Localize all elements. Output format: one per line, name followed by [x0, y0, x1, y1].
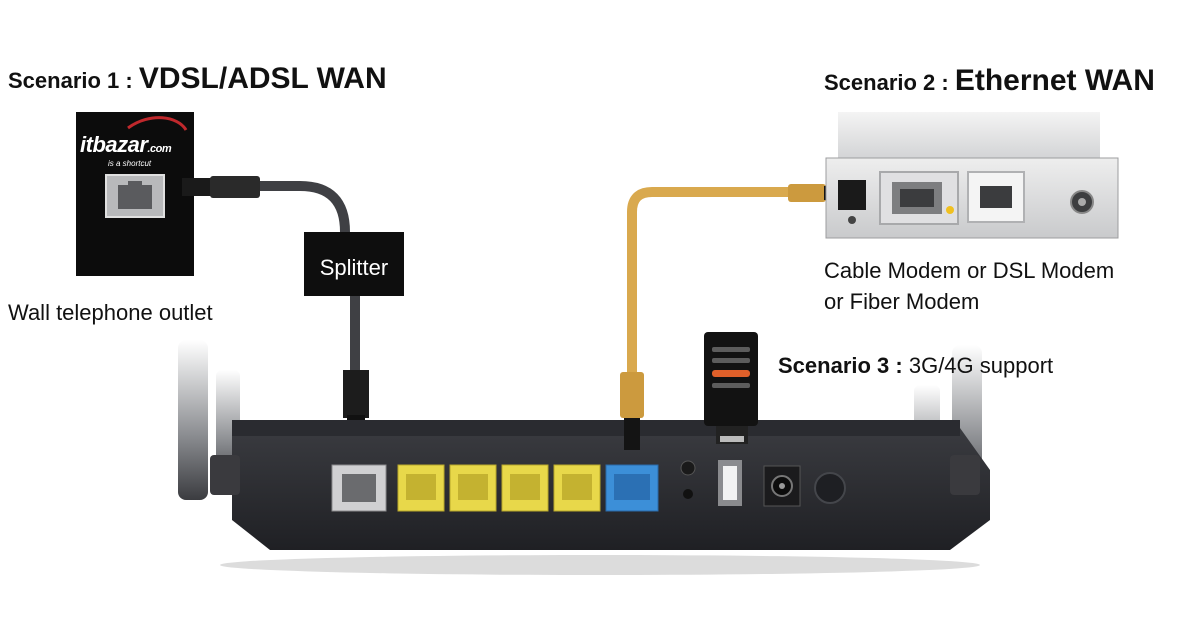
scenario-2-heading: Scenario 2 : Ethernet WAN	[824, 64, 1155, 98]
scenario-3-prefix: Scenario 3 :	[778, 353, 909, 378]
modem	[825, 112, 1119, 239]
modem-label-line-1: Cable Modem or DSL Modem	[824, 258, 1115, 283]
power-button	[814, 472, 846, 504]
usb-port	[718, 460, 742, 506]
power-jack	[763, 465, 801, 507]
dsl-port	[331, 464, 387, 512]
outlet-logo-tagline: is a shortcut	[108, 159, 152, 168]
scenario-1-title: VDSL/ADSL WAN	[138, 62, 387, 95]
outlet-logo: itbazar.com	[80, 132, 172, 158]
modem-label-line-2: or Fiber Modem	[824, 289, 980, 314]
modem-label: Cable Modem or DSL Modem or Fiber Modem	[824, 255, 1114, 317]
router-buttons	[680, 460, 696, 499]
lan-ports	[397, 464, 601, 512]
splitter-label: Splitter	[319, 255, 389, 280]
outlet-logo-brand: itbazar	[80, 132, 148, 157]
outlet-logo-domain: .com	[147, 143, 172, 155]
scenario-3-title: 3G/4G support	[908, 353, 1054, 378]
scenario-2-prefix: Scenario 2 :	[824, 70, 955, 95]
scenario-1-prefix: Scenario 1 :	[8, 68, 139, 93]
wan-port	[605, 464, 659, 512]
usb-dongle	[704, 332, 758, 444]
wall-outlet	[76, 112, 194, 276]
splitter-box	[304, 232, 404, 296]
phone-cable	[182, 176, 369, 450]
scenario-3-heading: Scenario 3 : 3G/4G support	[778, 353, 1053, 379]
scenario-1-heading: Scenario 1 : VDSL/ADSL WAN	[8, 62, 387, 96]
scenario-2-title: Ethernet WAN	[954, 64, 1155, 97]
wall-outlet-label: Wall telephone outlet	[8, 300, 213, 325]
